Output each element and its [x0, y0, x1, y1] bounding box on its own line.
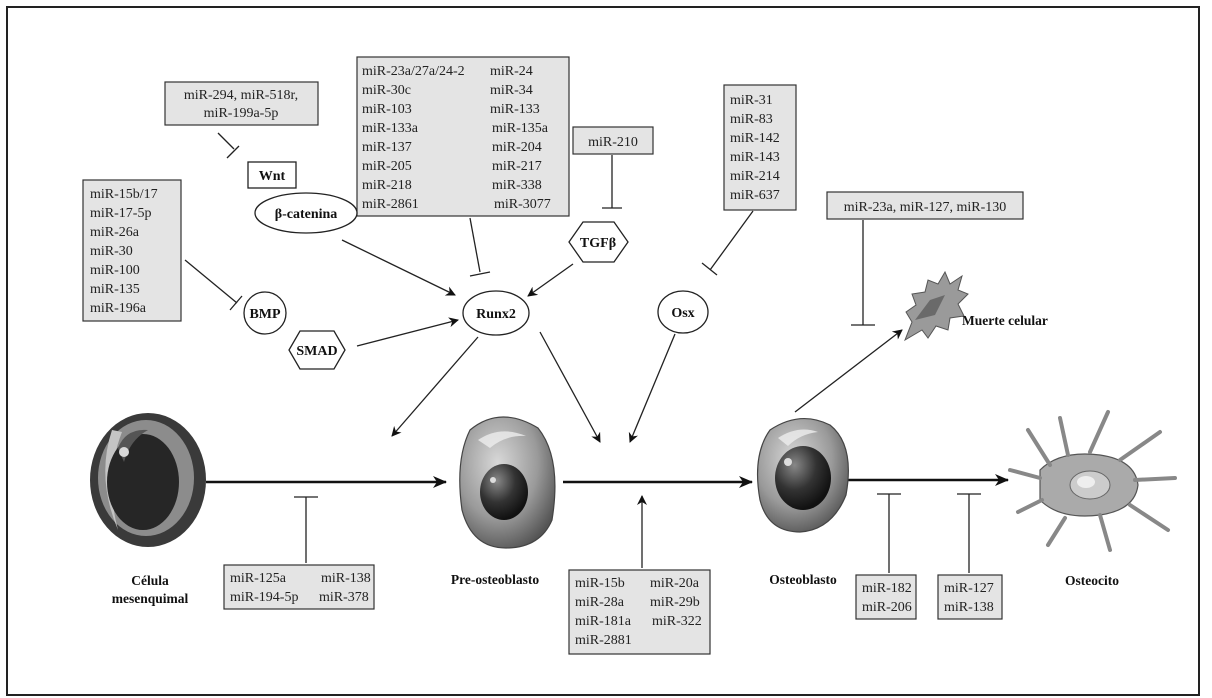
mirna-text: miR-135a — [492, 121, 549, 136]
mirna-box-wnt: miR-294, miR-518r, miR-199a-5p — [164, 81, 319, 126]
mirna-text: miR-15b — [575, 576, 625, 591]
mirna-text: miR-3077 — [494, 197, 551, 212]
mirna-text: miR-135 — [90, 282, 140, 297]
mirna-text: miR-210 — [588, 135, 638, 150]
mirna-text: miR-83 — [730, 112, 773, 127]
inhibition-lines — [184, 132, 981, 573]
cell-label-mesenquimal: Célula — [131, 573, 169, 588]
mirna-text: miR-182 — [862, 581, 912, 596]
osteocyte-cell-icon — [1008, 410, 1177, 552]
mirna-text: miR-133 — [490, 102, 540, 117]
node-label: Wnt — [259, 169, 286, 184]
mirna-text: miR-338 — [492, 178, 542, 193]
mirna-text: miR-26a — [90, 225, 140, 240]
node-tgfb: TGFβ — [568, 221, 629, 263]
mirna-text: miR-205 — [362, 159, 412, 174]
node-label: β-catenina — [275, 207, 338, 222]
mirna-text: miR-30c — [362, 83, 411, 98]
mirna-box-preosteoblasto: miR-15b miR-28a miR-181a miR-2881 miR-20… — [568, 569, 711, 655]
cell-label-osteoblasto: Osteoblasto — [769, 572, 837, 587]
node-smad: SMAD — [288, 330, 346, 370]
node-wnt: Wnt — [247, 161, 297, 189]
dying-cell-icon — [904, 270, 969, 342]
mirna-text: miR-125a — [230, 571, 287, 586]
mirna-box-osx: miR-31 miR-83 miR-142 miR-143 miR-214 mi… — [723, 84, 797, 211]
mirna-text: miR-217 — [492, 159, 542, 174]
mirna-box-runx2: miR-23a/27a/24-2 miR-30c miR-103 miR-133… — [356, 56, 570, 217]
mirna-text: miR-143 — [730, 150, 780, 165]
node-label: TGFβ — [580, 236, 616, 251]
mirna-text: miR-24 — [490, 64, 533, 79]
mirna-text: miR-194-5p — [230, 590, 298, 605]
mirna-text: miR-294, miR-518r, — [184, 88, 298, 103]
mirna-text: miR-138 — [321, 571, 371, 586]
mirna-text: miR-103 — [362, 102, 412, 117]
mirna-text: miR-137 — [362, 140, 412, 155]
node-label: SMAD — [296, 344, 337, 359]
mirna-text: miR-30 — [90, 244, 133, 259]
mirna-text: miR-15b/17 — [90, 187, 158, 202]
mirna-text: miR-2881 — [575, 633, 632, 648]
mirna-text: miR-214 — [730, 169, 780, 184]
node-osx: Osx — [657, 290, 709, 334]
mirna-text: miR-29b — [650, 595, 700, 610]
node-label: Runx2 — [476, 307, 516, 322]
mirna-text: miR-17-5p — [90, 206, 151, 221]
mirna-box-bmp: miR-15b/17 miR-17-5p miR-26a miR-30 miR-… — [82, 179, 182, 322]
mirna-box-mesenquimal: miR-125a miR-194-5p miR-138 miR-378 — [223, 564, 375, 610]
mirna-box-muerte: miR-23a, miR-127, miR-130 — [826, 191, 1024, 220]
mirna-text: miR-28a — [575, 595, 625, 610]
cell-label-preosteoblasto: Pre-osteoblasto — [451, 572, 539, 587]
node-bmp: BMP — [243, 291, 287, 335]
mirna-box-tgfb: miR-210 — [572, 126, 654, 155]
mesenchymal-cell-icon — [90, 413, 206, 547]
mirna-text: miR-31 — [730, 93, 773, 108]
osteoblast-cell-icon — [756, 417, 849, 533]
mirna-text: miR-127 — [944, 581, 994, 596]
mirna-text: miR-181a — [575, 614, 632, 629]
mirna-text: miR-133a — [362, 121, 419, 136]
mirna-text: miR-196a — [90, 301, 147, 316]
node-beta-catenina: β-catenina — [254, 192, 358, 234]
pre-osteoblast-cell-icon — [459, 416, 556, 549]
mirna-text: miR-322 — [652, 614, 702, 629]
cell-label-mesenquimal: mesenquimal — [112, 591, 189, 606]
node-label: BMP — [249, 307, 281, 322]
cell-label-osteocito: Osteocito — [1065, 573, 1119, 588]
mirna-text: miR-100 — [90, 263, 140, 278]
mirna-box-osteoblasto-2: miR-127 miR-138 — [937, 574, 1003, 620]
mirna-text: miR-23a/27a/24-2 — [362, 64, 465, 79]
mirna-text: miR-20a — [650, 576, 700, 591]
mirna-text: miR-637 — [730, 188, 780, 203]
activation-arrows — [206, 239, 1009, 568]
mirna-text: miR-34 — [490, 83, 533, 98]
mirna-text: miR-199a-5p — [204, 106, 279, 121]
mirna-text: miR-204 — [492, 140, 542, 155]
mirna-text: miR-206 — [862, 600, 912, 615]
mirna-text: miR-378 — [319, 590, 369, 605]
mirna-text: miR-218 — [362, 178, 412, 193]
node-label: Osx — [671, 306, 694, 321]
mirna-box-osteoblasto-1: miR-182 miR-206 — [855, 574, 917, 620]
mirna-text: miR-23a, miR-127, miR-130 — [844, 200, 1007, 215]
mirna-text: miR-142 — [730, 131, 780, 146]
node-runx2: Runx2 — [462, 290, 530, 336]
cell-label-muerte-celular: Muerte celular — [962, 313, 1048, 328]
mirna-text: miR-138 — [944, 600, 994, 615]
mirna-text: miR-2861 — [362, 197, 419, 212]
